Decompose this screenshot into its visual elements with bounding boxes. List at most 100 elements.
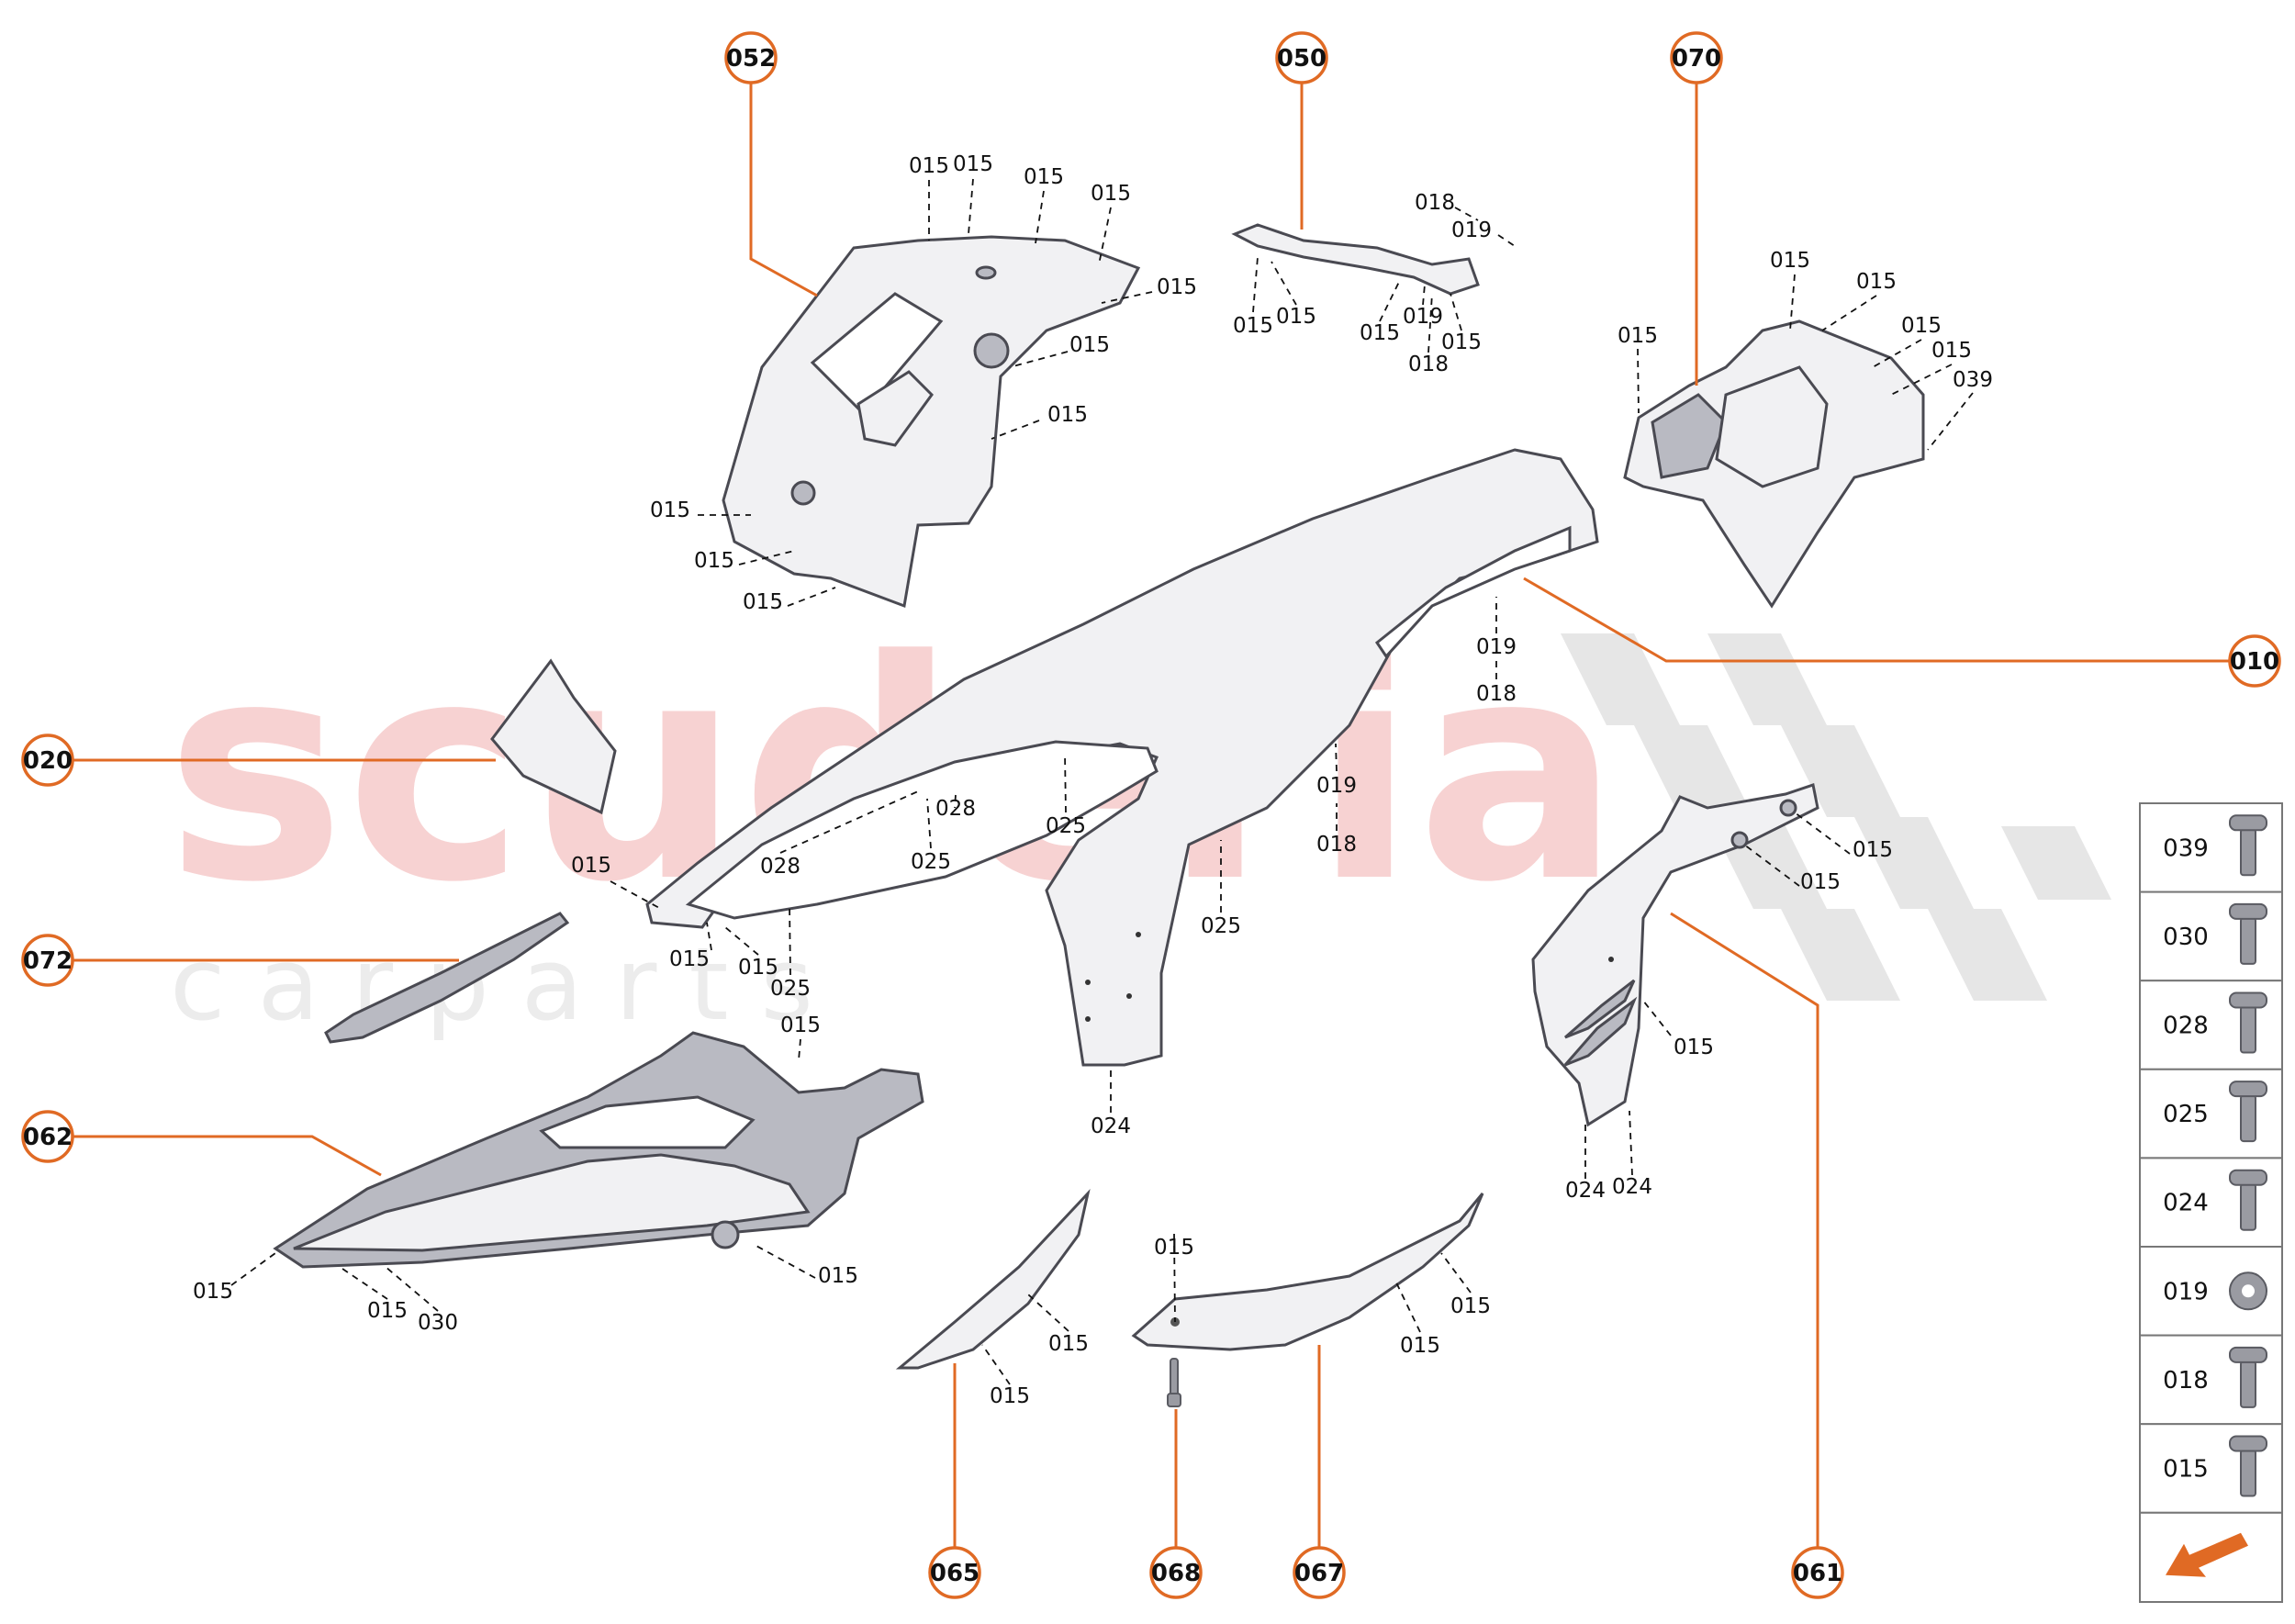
callout-circle <box>1670 31 1723 84</box>
part-number-label: 015 <box>1856 270 1897 294</box>
part-020-small-panel <box>490 658 617 815</box>
callout-number: 010 <box>2230 648 2279 676</box>
callouts: 052 050 070 010 020 072 062 065 068 067 061 <box>21 31 2281 1599</box>
part-number-label: 019 <box>1451 218 1492 242</box>
part-065-trim <box>895 1188 1091 1370</box>
callout-062[interactable]: 062 <box>21 1110 74 1163</box>
legend-label: 025 <box>2163 1101 2209 1128</box>
legend-label: 019 <box>2163 1278 2209 1305</box>
navigation-arrow-button[interactable] <box>2139 1511 2283 1604</box>
part-010-side-panel <box>645 448 1599 1067</box>
callout-circle <box>2228 634 2281 688</box>
part-050-bracket <box>1231 223 1480 296</box>
part-number-label: 015 <box>1400 1334 1440 1358</box>
callout-number: 050 <box>1277 45 1327 73</box>
part-number-label: 015 <box>367 1299 408 1323</box>
part-number-label: 015 <box>1441 330 1482 354</box>
callout-number: 065 <box>930 1560 980 1587</box>
part-number-label: 015 <box>1618 324 1658 348</box>
part-number-label: 024 <box>1091 1114 1131 1138</box>
callout-circle <box>1293 1546 1346 1599</box>
part-number-label: 024 <box>1565 1179 1606 1203</box>
callout-number: 020 <box>23 747 73 775</box>
callout-number: 061 <box>1793 1560 1842 1587</box>
part-number-label: 015 <box>1091 182 1131 206</box>
legend-row-030[interactable]: 030 <box>2139 890 2283 982</box>
legend-row-024[interactable]: 024 <box>2139 1157 2283 1249</box>
part-number-label: 018 <box>1316 833 1357 857</box>
part-number-label: 015 <box>1024 165 1064 189</box>
part-number-label: 025 <box>1201 914 1241 938</box>
callout-072[interactable]: 072 <box>21 934 74 987</box>
part-number-label: 015 <box>743 590 783 614</box>
callout-020[interactable]: 020 <box>21 734 74 787</box>
legend-row-015[interactable]: 015 <box>2139 1423 2283 1514</box>
callout-065[interactable]: 065 <box>928 1546 981 1599</box>
arrow-icon <box>2166 1532 2248 1577</box>
legend-row-039[interactable]: 039 <box>2139 802 2283 893</box>
part-number-label: 015 <box>1069 333 1110 357</box>
part-number-label: 019 <box>1476 635 1517 659</box>
part-number-label: 015 <box>193 1280 233 1304</box>
part-number-label: 015 <box>694 549 734 573</box>
part-number-label: 018 <box>1408 353 1449 376</box>
part-number-label: 030 <box>418 1311 458 1335</box>
part-number-label: 015 <box>990 1384 1030 1408</box>
callout-number: 067 <box>1294 1560 1344 1587</box>
callout-070[interactable]: 070 <box>1670 31 1723 84</box>
part-number-label: 015 <box>1157 275 1197 299</box>
part-number-label: 028 <box>760 855 800 879</box>
legend-label: 030 <box>2163 924 2209 951</box>
part-number-label: 015 <box>571 854 611 878</box>
callout-number: 072 <box>23 947 73 975</box>
callout-061[interactable]: 061 <box>1791 1546 1844 1599</box>
part-number-label: 015 <box>1276 305 1316 329</box>
part-number-label: 015 <box>1048 1332 1089 1356</box>
callout-circle <box>1791 1546 1844 1599</box>
callout-050[interactable]: 050 <box>1275 31 1328 84</box>
part-number-label: 015 <box>1233 314 1273 338</box>
legend-row-018[interactable]: 018 <box>2139 1334 2283 1426</box>
checkered-flag-watermark <box>1561 633 2111 1001</box>
part-number-label: 015 <box>1901 314 1942 338</box>
legend-row-025[interactable]: 025 <box>2139 1068 2283 1159</box>
callout-068[interactable]: 068 <box>1149 1546 1203 1599</box>
screw-icon <box>2229 1346 2267 1408</box>
part-number-label: 015 <box>818 1264 858 1288</box>
part-number-label: 019 <box>1316 774 1357 798</box>
part-number-label: 024 <box>1612 1175 1652 1199</box>
part-number-label: 015 <box>1800 870 1841 894</box>
callout-circle <box>21 734 74 787</box>
legend-row-019[interactable]: 019 <box>2139 1246 2283 1337</box>
screw-icon <box>2229 1169 2267 1231</box>
part-number-label: 015 <box>1450 1294 1491 1318</box>
part-052-wheel-arch-liner <box>722 235 1141 609</box>
part-067-trim <box>1131 1193 1484 1351</box>
part-number-label: 028 <box>935 797 976 821</box>
part-number-label: 015 <box>738 956 778 980</box>
callout-010[interactable]: 010 <box>2228 634 2281 688</box>
callout-number: 052 <box>726 45 776 73</box>
callout-number: 062 <box>23 1124 73 1151</box>
callout-052[interactable]: 052 <box>724 31 778 84</box>
part-number-label: 018 <box>1415 191 1455 215</box>
legend-row-028[interactable]: 028 <box>2139 980 2283 1070</box>
part-number-label: 025 <box>911 850 951 874</box>
part-number-label: 015 <box>1360 321 1400 345</box>
screw-icon <box>2229 814 2267 877</box>
part-061-rear-panel <box>1531 783 1819 1127</box>
washer-icon <box>2229 1271 2267 1311</box>
callout-number: 070 <box>1672 45 1721 73</box>
callout-circle <box>21 1110 74 1163</box>
part-number-label: 019 <box>1403 305 1443 329</box>
screw-icon <box>2229 902 2267 965</box>
callout-circle <box>724 31 778 84</box>
callout-067[interactable]: 067 <box>1293 1546 1346 1599</box>
screw-icon <box>2229 1435 2267 1497</box>
part-number-label: 015 <box>1047 403 1088 427</box>
part-number-label: 018 <box>1476 682 1517 706</box>
legend-label: 024 <box>2163 1190 2209 1217</box>
